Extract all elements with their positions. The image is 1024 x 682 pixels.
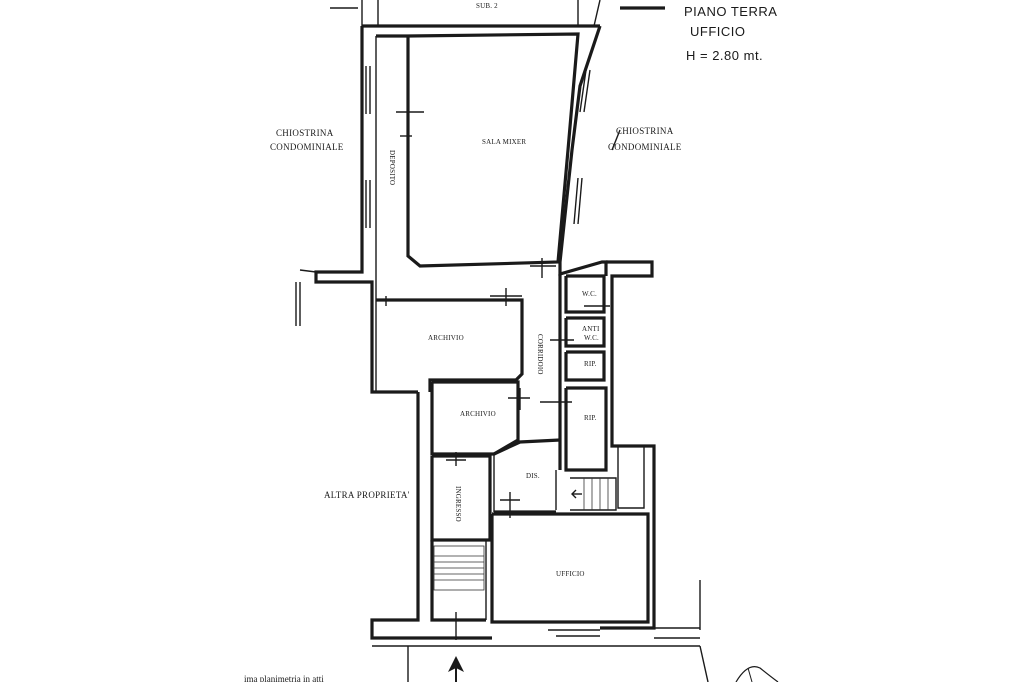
label-other-property: ALTRA PROPRIETA' bbox=[324, 490, 410, 500]
label-anti-wc-2: W.C. bbox=[584, 334, 599, 342]
top-boundary bbox=[330, 0, 665, 28]
room-ingresso bbox=[430, 452, 492, 622]
room-anti-wc bbox=[564, 316, 606, 348]
label-right-courtyard-2: CONDOMINIALE bbox=[608, 142, 682, 152]
label-wc: W.C. bbox=[582, 290, 597, 298]
room-ufficio bbox=[490, 512, 650, 624]
label-archivio-lower: ARCHIVIO bbox=[460, 410, 496, 418]
plan-subtitle: UFFICIO bbox=[690, 24, 746, 39]
footer-note: ima planimetria in atti bbox=[244, 674, 324, 682]
label-anti-wc-1: ANTI bbox=[582, 325, 600, 333]
room-rip-large bbox=[564, 386, 608, 472]
label-corridoio: CORRIDOIO bbox=[536, 334, 544, 375]
label-ingresso: INGRESSO bbox=[454, 486, 462, 522]
label-ufficio: UFFICIO bbox=[556, 570, 585, 578]
room-rip-small bbox=[564, 350, 606, 382]
outer-walls bbox=[295, 25, 709, 682]
ceiling-height: H = 2.80 mt. bbox=[686, 48, 763, 63]
entrance-arrow-icon bbox=[448, 656, 464, 682]
sub-label: SUB. 2 bbox=[476, 2, 498, 10]
room-dis bbox=[493, 438, 561, 518]
north-arrow-icon bbox=[735, 666, 779, 682]
room-deposito bbox=[375, 34, 412, 300]
label-left-courtyard-1: CHIOSTRINA bbox=[276, 128, 334, 138]
stairs-right bbox=[570, 445, 645, 511]
label-left-courtyard-2: CONDOMINIALE bbox=[270, 142, 344, 152]
label-archivio-upper: ARCHIVIO bbox=[428, 334, 464, 342]
stairs-entrance bbox=[433, 545, 485, 640]
label-right-courtyard-1: CHIOSTRINA bbox=[616, 126, 674, 136]
label-sala-mixer: SALA MIXER bbox=[482, 138, 526, 146]
room-archivio-upper bbox=[375, 288, 524, 392]
label-dis: DIS. bbox=[526, 472, 540, 480]
label-deposito: DEPOSITO bbox=[388, 150, 396, 185]
room-wc bbox=[564, 274, 610, 314]
room-sala-mixer bbox=[396, 32, 580, 268]
label-rip-large: RIP. bbox=[584, 414, 597, 422]
plan-title: PIANO TERRA bbox=[684, 4, 777, 19]
label-rip-small: RIP. bbox=[584, 360, 597, 368]
